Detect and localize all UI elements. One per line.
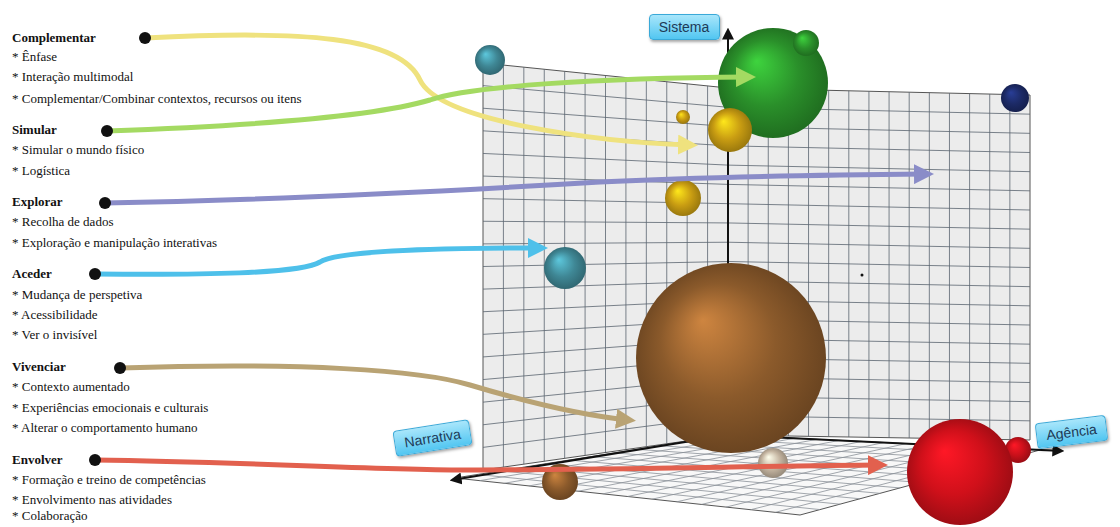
bullet-item: * Ver o invisível	[12, 327, 97, 343]
sphere	[793, 30, 819, 56]
sphere	[708, 108, 752, 152]
leader-dot	[114, 362, 126, 374]
sphere	[544, 247, 586, 289]
sphere	[758, 448, 788, 478]
leader-line	[95, 460, 880, 470]
grid-line	[728, 204, 1030, 210]
leader-dot	[139, 32, 151, 44]
sphere	[475, 45, 505, 75]
grid-line	[483, 221, 728, 223]
grid-line	[483, 86, 728, 108]
axis-label: Narrativa	[403, 426, 462, 451]
grid-line	[728, 262, 1030, 268]
leader-dot	[99, 197, 111, 209]
sphere	[907, 419, 1013, 525]
grid-line	[483, 262, 728, 267]
bullet-item: * Complementar/Combinar contextos, recur…	[12, 91, 302, 107]
grid-line	[728, 184, 1030, 190]
bullet-item: * Colaboração	[12, 508, 87, 524]
leader-dot	[89, 454, 101, 466]
axis-label: Agência	[1045, 421, 1097, 443]
bullet-item: * Mudança de perspetiva	[12, 287, 142, 303]
sphere	[676, 110, 690, 124]
point	[861, 274, 864, 277]
grid-line	[728, 146, 1030, 153]
category-heading: Vivenciar	[12, 359, 66, 375]
category-heading: Envolver	[12, 452, 63, 468]
axis-label-box: Agência	[1034, 415, 1108, 449]
grid-line	[483, 153, 728, 165]
bullet-item: * Ênfase	[12, 49, 57, 65]
leader-dot	[101, 125, 113, 137]
bullet-item: * Experiências emocionais e culturais	[12, 400, 208, 416]
leader-dot	[89, 268, 101, 280]
bullet-item: * Exploração e manipulação interativas	[12, 235, 217, 251]
grid-line	[728, 165, 1030, 172]
axis-label: Sistema	[659, 19, 710, 35]
bullet-item: * Interação multimodal	[12, 69, 133, 85]
category-heading: Simular	[12, 122, 57, 138]
sphere	[1001, 84, 1029, 112]
sphere	[636, 263, 826, 453]
sphere	[665, 180, 701, 216]
bullet-item: * Recolha de dados	[12, 214, 113, 230]
leader-line	[145, 35, 690, 145]
bullet-item: * Simular o mundo físico	[12, 142, 144, 158]
grid-line	[483, 242, 728, 244]
bullet-item: * Formação e treino de competências	[12, 472, 206, 488]
bullet-item: * Logística	[12, 163, 70, 179]
bullet-item: * Acessibilidade	[12, 307, 98, 323]
category-heading: Complementar	[12, 30, 96, 46]
bullet-item: * Contexto aumentado	[12, 379, 130, 395]
leader-line	[95, 248, 540, 274]
category-heading: Aceder	[12, 266, 52, 282]
axis-label-box: Narrativa	[392, 419, 472, 457]
bullet-item: * Alterar o comportamento humano	[12, 420, 198, 436]
grid-line	[728, 223, 1030, 229]
grid-line	[728, 242, 1030, 248]
grid-line	[478, 474, 820, 509]
category-heading: Explorar	[12, 194, 63, 210]
leader-line	[105, 174, 926, 203]
bullet-item: * Envolvimento nas atividades	[12, 492, 172, 508]
axis-label-box: Sistema	[649, 14, 720, 40]
